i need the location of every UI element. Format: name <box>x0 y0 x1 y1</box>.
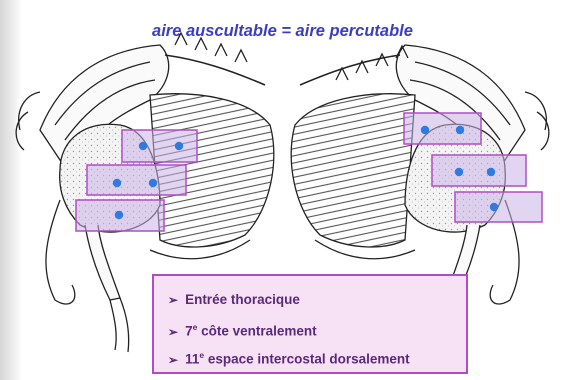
auscultation-point <box>175 142 183 150</box>
auscultation-point <box>456 126 464 134</box>
arrow-bullet-icon: ➢ <box>168 325 178 339</box>
auscultation-point <box>113 179 121 187</box>
landmarks-callout: ➢Entrée thoracique ➢7e côte ventralement… <box>152 274 468 374</box>
auscultation-point <box>455 168 463 176</box>
auscultation-point <box>487 168 495 176</box>
auscultation-point <box>421 126 429 134</box>
arrow-bullet-icon: ➢ <box>168 293 178 307</box>
arrow-bullet-icon: ➢ <box>168 353 178 367</box>
left-zone-middle <box>87 165 186 195</box>
auscultation-point <box>115 211 123 219</box>
auscultation-point <box>149 179 157 187</box>
auscultation-point <box>139 142 147 150</box>
right-zone-dorsal <box>404 113 481 144</box>
landmark-item: ➢Entrée thoracique <box>168 292 300 307</box>
right-zone-middle <box>432 155 526 186</box>
right-zone-ventral <box>455 192 542 222</box>
auscultation-point <box>490 203 498 211</box>
left-zone-dorsal <box>122 130 197 162</box>
landmark-item: ➢7e côte ventralement <box>168 322 317 339</box>
landmark-item: ➢11e espace intercostal dorsalement <box>168 350 410 367</box>
